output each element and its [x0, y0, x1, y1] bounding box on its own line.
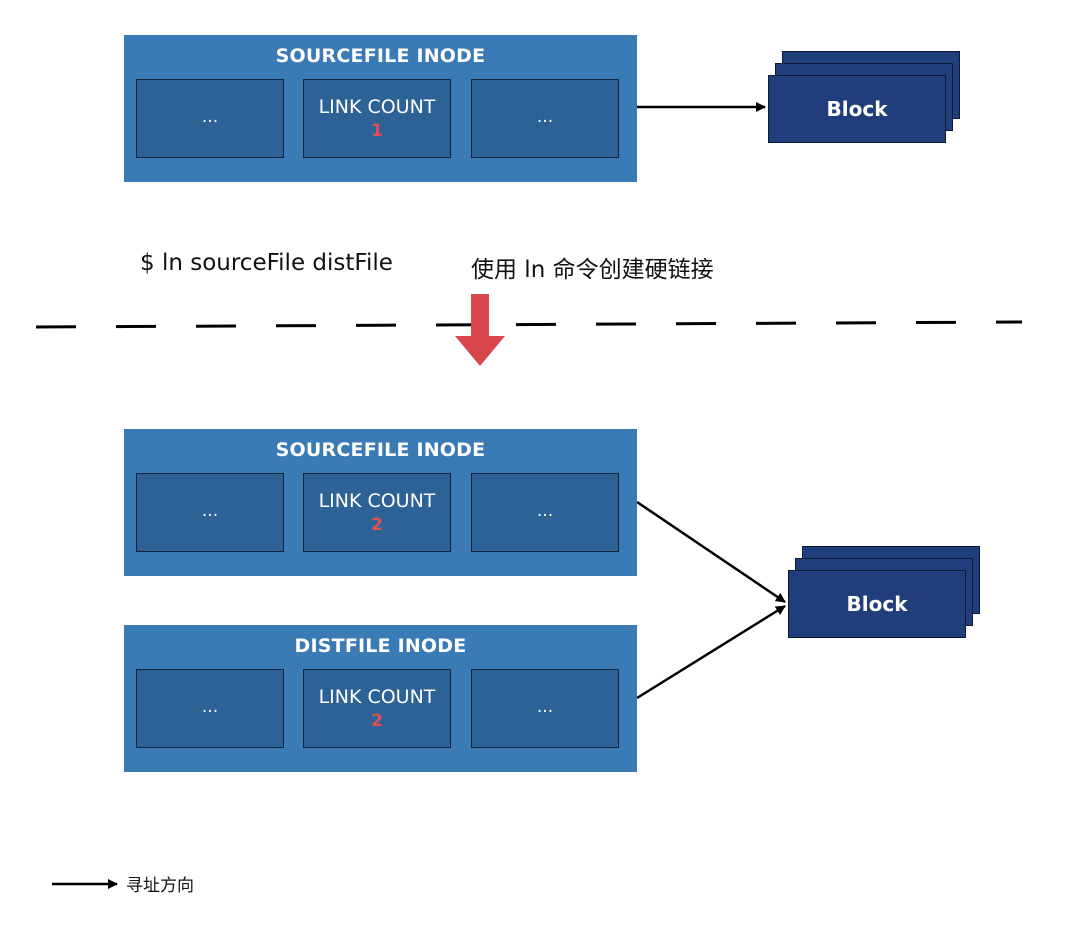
- link-count-value: 2: [371, 711, 383, 731]
- ellipsis-text: ...: [536, 697, 554, 717]
- inode-cell-ellipsis: ...: [136, 79, 284, 158]
- inode-cell-ellipsis: ...: [471, 473, 619, 552]
- inode-cell-ellipsis: ...: [471, 669, 619, 748]
- link-count-cell: LINK COUNT 2: [303, 473, 451, 552]
- command-caption: 使用 ln 命令创建硬链接: [471, 257, 714, 283]
- link-count-value: 1: [371, 121, 383, 141]
- link-count-label: LINK COUNT: [318, 490, 436, 512]
- inode-title: SOURCEFILE INODE: [275, 439, 486, 461]
- bottom-distfile-inode: DISTFILE INODE ... LINK COUNT 2 ...: [124, 625, 637, 772]
- link-count-label: LINK COUNT: [318, 96, 436, 118]
- ellipsis-text: ...: [536, 501, 554, 521]
- bottom-block-stack: Block: [788, 546, 983, 640]
- ellipsis-text: ...: [201, 697, 219, 717]
- link-count-label: LINK COUNT: [318, 686, 436, 708]
- link-count-cell: LINK COUNT 2: [303, 669, 451, 748]
- source-to-block-arrow: [636, 500, 786, 604]
- block-label: Block: [788, 570, 966, 638]
- command-text: $ ln sourceFile distFile: [140, 250, 393, 276]
- inode-title: SOURCEFILE INODE: [275, 45, 486, 67]
- inode-title: DISTFILE INODE: [294, 635, 467, 657]
- block-label: Block: [768, 75, 946, 143]
- inode-cell-ellipsis: ...: [136, 669, 284, 748]
- top-sourcefile-inode: SOURCEFILE INODE ... LINK COUNT 1 ...: [124, 35, 637, 182]
- down-arrow-icon: [455, 294, 505, 366]
- inode-cell-ellipsis: ...: [136, 473, 284, 552]
- separator-dashed-line: [35, 320, 1023, 329]
- inode-cell-ellipsis: ...: [471, 79, 619, 158]
- link-count-value: 2: [371, 515, 383, 535]
- bottom-sourcefile-inode: SOURCEFILE INODE ... LINK COUNT 2 ...: [124, 429, 637, 576]
- ellipsis-text: ...: [201, 501, 219, 521]
- ellipsis-text: ...: [201, 107, 219, 127]
- ellipsis-text: ...: [536, 107, 554, 127]
- top-block-stack: Block: [768, 51, 963, 145]
- dist-to-block-arrow: [636, 604, 786, 700]
- link-count-cell: LINK COUNT 1: [303, 79, 451, 158]
- legend-label: 寻址方向: [126, 876, 194, 896]
